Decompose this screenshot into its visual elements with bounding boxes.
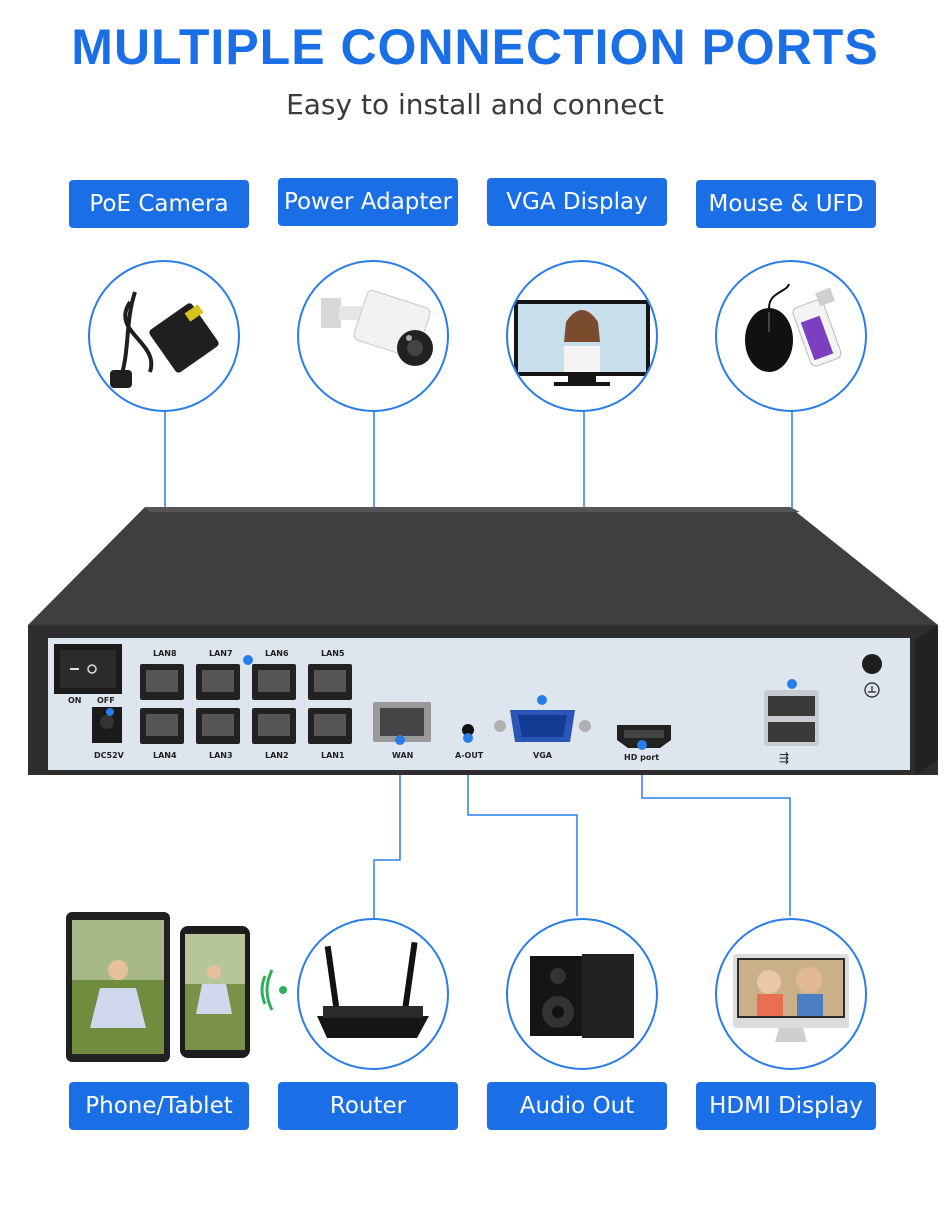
lan2-label: LAN2: [265, 751, 289, 760]
switch-on-label: ON: [68, 696, 82, 705]
hdmi-display-circle: [715, 918, 867, 1070]
label-hdmi-display: HDMI Display: [696, 1082, 876, 1130]
ground-screw: [862, 654, 882, 674]
router-icon: [317, 941, 429, 1038]
vga-label: VGA: [533, 751, 553, 760]
label-audio-out: Audio Out: [487, 1082, 667, 1130]
label-vga-display: VGA Display: [487, 178, 667, 226]
usb-icon: ⇶: [779, 751, 789, 765]
page-subtitle: Easy to install and connect: [286, 88, 664, 121]
audio-out-circle: [506, 918, 658, 1070]
lan7-label: LAN7: [209, 649, 233, 658]
switch-off-label: OFF: [97, 696, 115, 705]
label-router: Router: [278, 1082, 458, 1130]
wan-label: WAN: [392, 751, 413, 760]
lan1-label: LAN1: [321, 751, 345, 760]
vga-display-icon: [514, 300, 650, 386]
hdmi-display-icon: [733, 954, 849, 1042]
hdmi-label: HD port: [624, 753, 659, 762]
mouse-ufd-icon: [745, 283, 842, 372]
ground-icon: [864, 682, 880, 698]
phone-tablet-icon: [66, 912, 287, 1062]
speaker-icon: [530, 954, 634, 1038]
power-adapter-icon: [110, 291, 219, 388]
poe-camera-circle: [297, 260, 449, 412]
label-phone-tablet: Phone/Tablet: [69, 1082, 249, 1130]
dc-label: DC52V: [94, 751, 125, 760]
router-circle: [297, 918, 449, 1070]
mouse-ufd-circle: [715, 260, 867, 412]
lan-ports-top: [140, 664, 352, 700]
label-poe-camera: PoE Camera: [69, 180, 249, 228]
label-mouse-ufd: Mouse & UFD: [696, 180, 876, 228]
lan6-label: LAN6: [265, 649, 289, 658]
lan-ports-bottom: [140, 708, 352, 744]
label-power-adapter: Power Adapter: [278, 178, 458, 226]
vga-display-circle: [506, 260, 658, 412]
lan5-label: LAN5: [321, 649, 345, 658]
nvr-device: ON OFF DC52V LAN8 LAN7 LAN6 LAN5 LAN4 LA…: [28, 507, 938, 775]
lan3-label: LAN3: [209, 751, 233, 760]
audio-out-jack[interactable]: [462, 724, 474, 736]
lan8-label: LAN8: [153, 649, 177, 658]
audio-label: A-OUT: [455, 751, 484, 760]
nvr-top-cover: [28, 507, 938, 625]
power-adapter-circle: [88, 260, 240, 412]
lan4-label: LAN4: [153, 751, 177, 760]
poe-camera-icon: [321, 290, 433, 366]
page-title: MULTIPLE CONNECTION PORTS: [71, 19, 879, 75]
